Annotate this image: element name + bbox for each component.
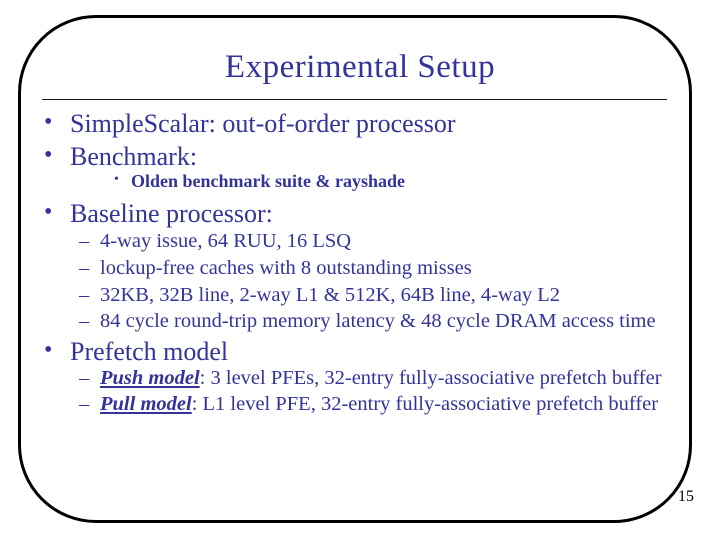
pull-model-term: Pull model <box>100 393 192 415</box>
bullet-item-prefetch-model: • Prefetch model <box>0 336 228 367</box>
dash-item-label: : L1 level PFE, 32-entry fully-associati… <box>191 393 659 415</box>
bullet-item-simplescalar: • SimpleScalar: out-of-order processor <box>0 108 456 139</box>
dash-item-memory-latency: – 84 cycle round-trip memory latency & 4… <box>0 309 656 334</box>
dash-item-issue-width: – 4-way issue, 64 RUU, 16 LSQ <box>0 229 351 254</box>
bullet-item-label: Prefetch model <box>70 337 229 366</box>
dash-item-lockup-free: – lockup-free caches with 8 outstanding … <box>0 256 472 281</box>
push-model-term: Push model <box>100 367 200 389</box>
dash-icon: – <box>79 230 90 252</box>
dash-item-label: : 3 level PFEs, 32-entry fully-associati… <box>199 367 662 389</box>
title-separator-rule <box>42 99 667 100</box>
dash-item-cache-config: – 32KB, 32B line, 2-way L1 & 512K, 64B l… <box>0 283 560 308</box>
bullet-icon: • <box>114 172 119 187</box>
bullet-icon: • <box>44 142 53 168</box>
dash-item-push-model: – Push model: 3 level PFEs, 32-entry ful… <box>0 366 662 391</box>
bullet-item-label: SimpleScalar: out-of-order processor <box>70 109 456 138</box>
bullet-item-baseline-processor: • Baseline processor: <box>0 198 273 229</box>
dash-icon: – <box>79 393 90 415</box>
dash-icon: – <box>79 284 90 306</box>
dash-item-label: lockup-free caches with 8 outstanding mi… <box>100 257 472 279</box>
slide-title: Experimental Setup <box>224 49 496 85</box>
dash-icon: – <box>79 310 90 332</box>
dash-icon: – <box>79 367 90 389</box>
bullet-item-label: Benchmark: <box>70 142 198 171</box>
page-number: 15 <box>678 488 694 505</box>
dash-item-label: 4-way issue, 64 RUU, 16 LSQ <box>100 230 352 252</box>
dash-item-label: 84 cycle round-trip memory latency & 48 … <box>100 310 656 332</box>
dash-item-label: 32KB, 32B line, 2-way L1 & 512K, 64B lin… <box>100 284 561 306</box>
dash-item-pull-model: – Pull model: L1 level PFE, 32-entry ful… <box>0 392 658 417</box>
bullet-icon: • <box>44 337 53 363</box>
dash-icon: – <box>79 257 90 279</box>
bullet-item-benchmark: • Benchmark: <box>0 141 197 172</box>
sub-bullet-item-label: Olden benchmark suite & rayshade <box>131 171 406 191</box>
bullet-icon: • <box>44 199 53 225</box>
sub-bullet-item-olden: • Olden benchmark suite & rayshade <box>0 171 405 193</box>
bullet-item-label: Baseline processor: <box>70 199 273 228</box>
bullet-icon: • <box>44 109 53 135</box>
